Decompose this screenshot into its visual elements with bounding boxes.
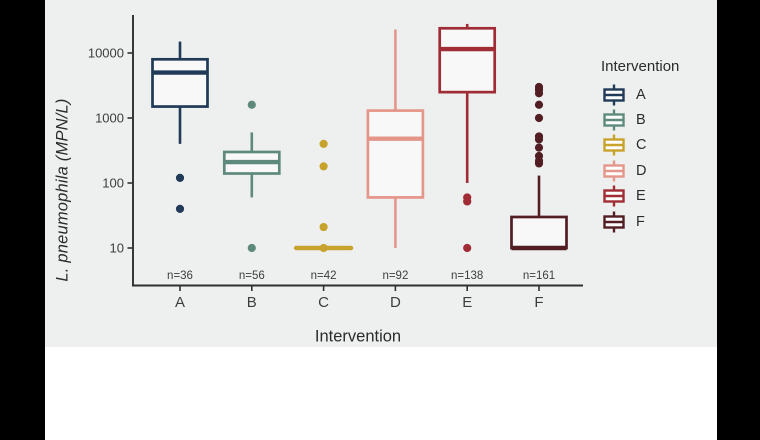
outlier-dot-F [534, 89, 544, 98]
outlier-dot-F [534, 135, 544, 144]
outlier-dot-B [247, 243, 256, 253]
y-tick-label: 10000 [88, 46, 124, 61]
n-label-A: n=36 [167, 270, 193, 282]
y-axis-title: L. pneumophila (MPN/L) [53, 98, 72, 282]
x-axis-title: Intervention [314, 327, 402, 346]
outlier-dot-A [175, 204, 185, 213]
outlier-dot-B [247, 100, 256, 109]
x-tick-label-A: A [175, 294, 185, 311]
legend-label: B [636, 112, 646, 129]
legend-label: E [636, 188, 646, 205]
outlier-dot-F [534, 100, 544, 109]
x-tick-label-D: D [390, 294, 401, 311]
outlier-dot-C [319, 243, 328, 253]
legend-label: C [636, 137, 647, 154]
bottom-margin [45, 347, 717, 440]
legend-item-D: D [601, 158, 679, 183]
legend-label: A [636, 86, 646, 103]
n-label-C: n=42 [311, 270, 337, 282]
legend-item-C: C [601, 133, 679, 158]
n-label-B: n=56 [239, 270, 265, 282]
legend-title: Intervention [601, 58, 680, 75]
legend-item-E: E [601, 184, 679, 209]
x-tick-label-E: E [462, 294, 472, 311]
x-tick-label-B: B [247, 294, 257, 311]
legend-item-B: B [601, 107, 679, 132]
legend-label: D [636, 162, 647, 179]
n-label-D: n=92 [382, 270, 408, 282]
outlier-dot-F [534, 159, 544, 168]
outlier-dot-F [534, 113, 544, 123]
outlier-dot-C [319, 222, 328, 232]
box-E [438, 26, 497, 94]
legend-boxplot-icon [603, 185, 625, 207]
n-label-E: n=138 [451, 270, 483, 282]
y-tick-label: 10 [110, 241, 124, 256]
legend-boxplot-icon [603, 109, 625, 131]
legend-item-F: F [601, 209, 679, 234]
legend-boxplot-icon [603, 211, 625, 233]
outlier-dot-C [319, 162, 328, 171]
legend-boxplot-icon [603, 84, 625, 106]
n-label-F: n=161 [523, 270, 555, 282]
y-tick-label: 1000 [95, 111, 124, 126]
legend-boxplot-icon [603, 134, 625, 156]
x-tick-label-C: C [318, 294, 329, 311]
box-D [366, 109, 425, 199]
outlier-dot-E [463, 243, 472, 253]
y-tick-label: 100 [102, 176, 124, 191]
outlier-dot-A [175, 173, 185, 182]
x-tick-label-F: F [534, 294, 543, 311]
legend-item-A: A [601, 82, 679, 107]
box-F [510, 215, 568, 250]
box-A [151, 57, 209, 108]
legend-boxplot-icon [603, 160, 625, 182]
outlier-dot-E [463, 197, 472, 206]
outlier-dot-C [319, 139, 328, 148]
boxplot-canvas: 10 100 1000 10000An=36Bn=56Cn=42Dn=92En=138… [88, 15, 583, 311]
legend-label: F [636, 213, 645, 230]
outlier-dot-F [534, 143, 544, 152]
